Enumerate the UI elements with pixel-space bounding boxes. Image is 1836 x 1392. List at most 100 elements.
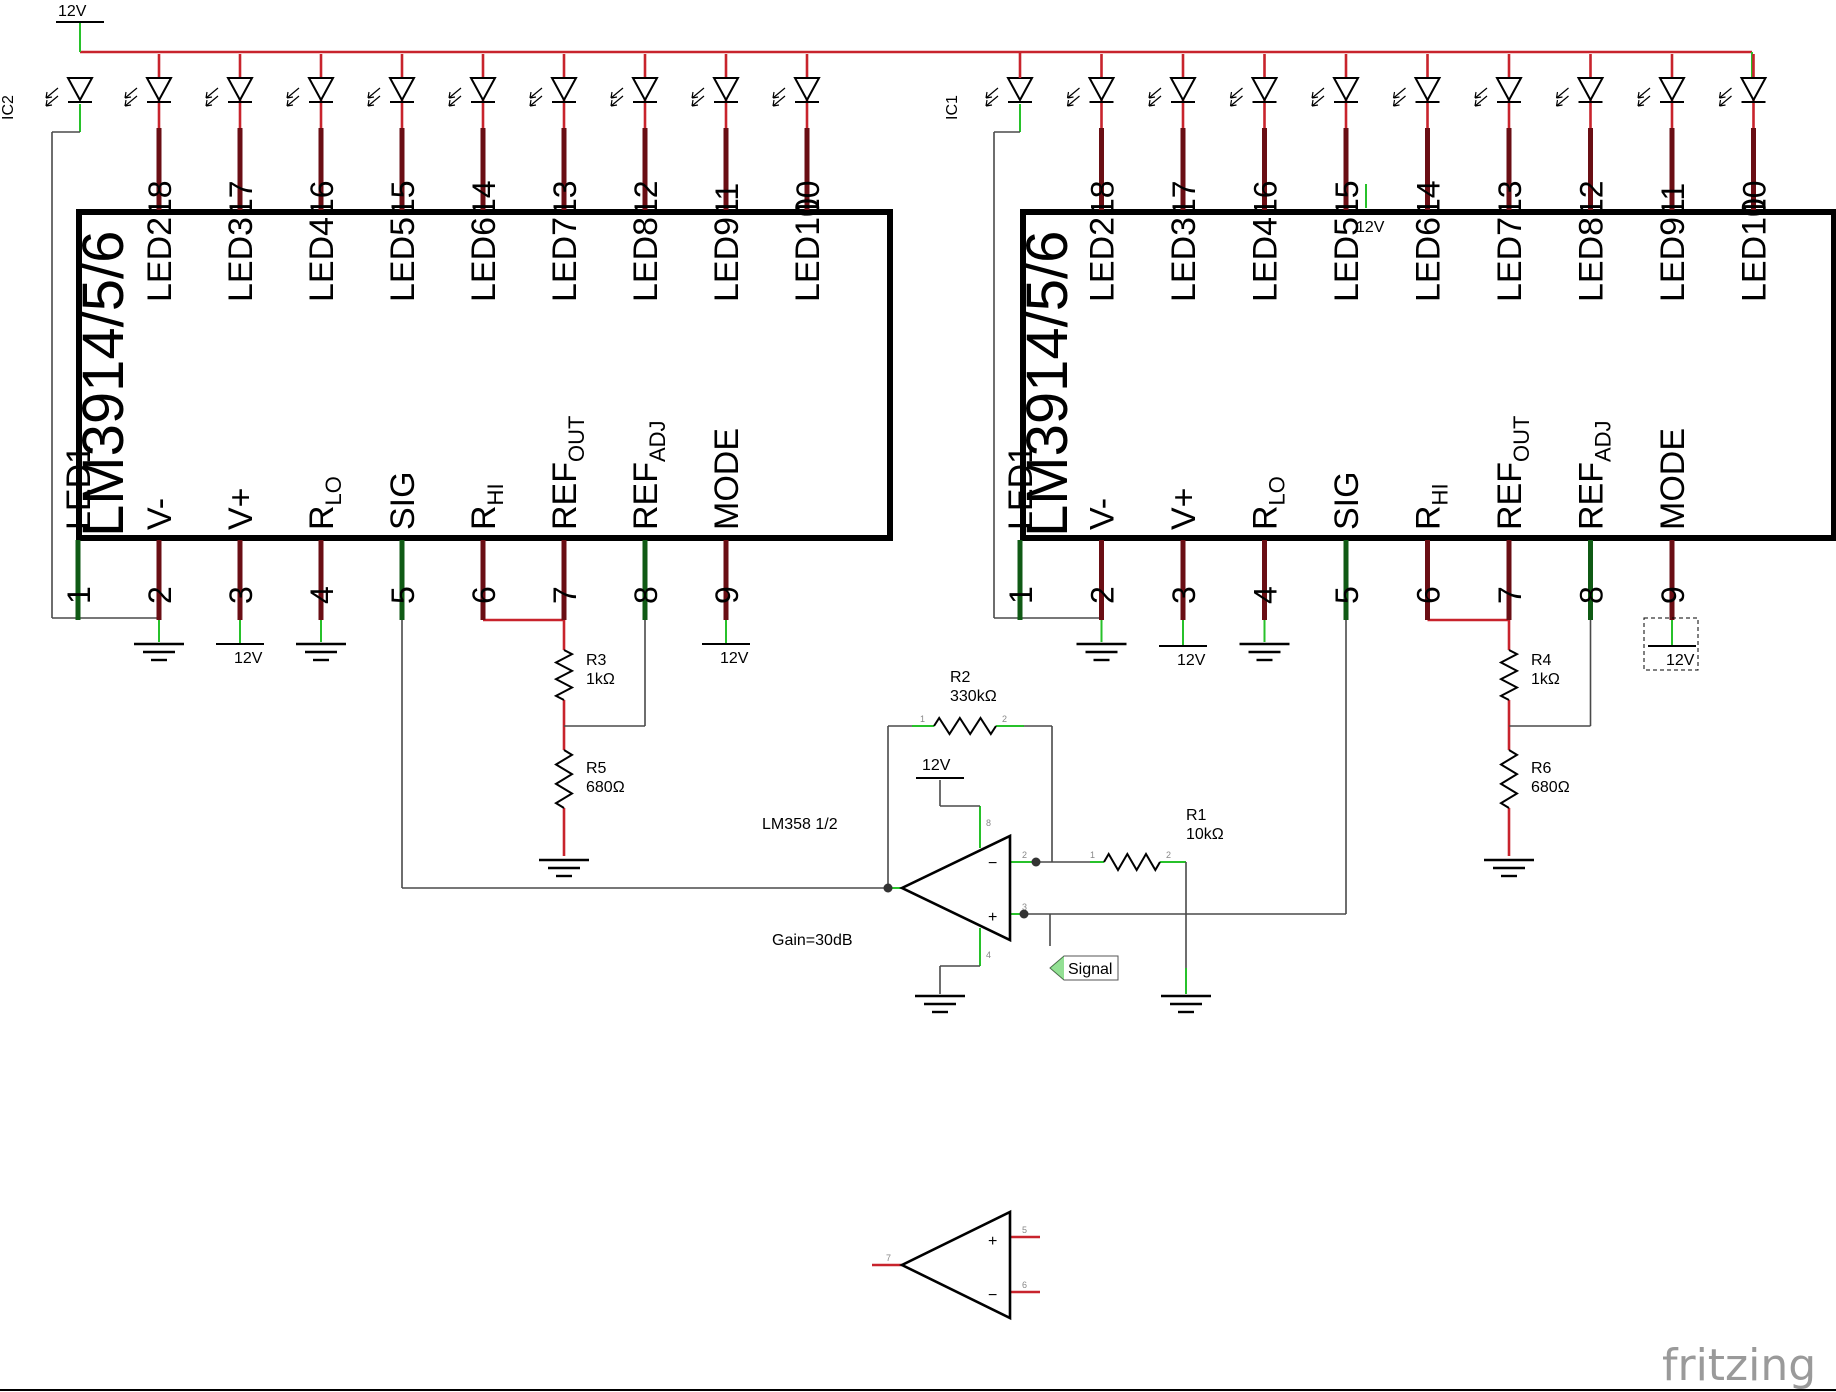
r3-value: 1kΩ (586, 671, 615, 688)
led-arrow-1 (1392, 87, 1406, 99)
led-arrow-2 (205, 95, 219, 107)
led-triangle (550, 77, 578, 103)
led-arrow-2 (529, 95, 543, 107)
pin-label-main: R (1247, 505, 1285, 530)
r1-ground (1161, 994, 1211, 1014)
pin-number: 2 (1085, 586, 1121, 604)
pin-label: LED10 (1736, 198, 1774, 302)
pin-label: LED4 (1247, 217, 1285, 302)
led-arrow-1 (1229, 87, 1243, 99)
led-arrow-2 (985, 95, 999, 107)
led-arrow-2 (367, 95, 381, 107)
pin-number: 16 (304, 180, 340, 216)
led-16 (286, 77, 335, 107)
gain-label: Gain=30dB (772, 932, 853, 949)
pin-label-sub: HI (1428, 483, 1453, 505)
pin-number: 6 (1411, 586, 1447, 604)
pin-label: V- (141, 498, 179, 530)
pin-number: 14 (466, 180, 502, 216)
fritzing-logo: fritzing (1662, 1340, 1816, 1391)
ic1-pin15-supply: 12V (1356, 219, 1385, 236)
led-11 (691, 77, 740, 107)
pin-number: 13 (1492, 180, 1528, 216)
pin-number: 1 (61, 586, 97, 604)
chip-name: LM3914/5/6 (1015, 231, 1080, 537)
led-triangle (631, 77, 659, 103)
ic1-gnd-v-minus (1076, 642, 1127, 662)
pin-label-main: MODE (1654, 428, 1692, 530)
bottom-pin-1: 1 LED1 (1002, 445, 1040, 620)
led-triangle (1250, 77, 1279, 103)
pin-number: 15 (1329, 180, 1365, 216)
led-arrow-1 (124, 87, 138, 99)
pin-number: 5 (1329, 586, 1365, 604)
pin-label: LED1 (1002, 445, 1040, 530)
pin-label: RHI (1410, 483, 1453, 530)
resistor-zigzag (554, 749, 574, 809)
pin-label: LED6 (1410, 217, 1448, 302)
led-arrow-2 (1148, 95, 1162, 107)
led-arrow-1 (772, 87, 786, 99)
pin-label: LED8 (627, 217, 665, 302)
pin-label: LED2 (1084, 217, 1122, 302)
resistor-zigzag (933, 716, 997, 736)
led-arrow-2 (1718, 95, 1732, 107)
opamp-triangle (899, 833, 1012, 943)
led-12 (1555, 77, 1605, 107)
led-10 (1718, 77, 1768, 107)
pin-label: LED3 (222, 217, 260, 302)
ic1-supply-v-plus: 12V (1159, 645, 1207, 669)
r5-ref: R5 (586, 760, 607, 777)
pin-label: SIG (384, 471, 422, 530)
led-triangle (388, 77, 416, 103)
pin-label: REFOUT (546, 416, 589, 530)
supply-label: 12V (1177, 652, 1206, 669)
led-arrow-1 (205, 87, 219, 99)
pin-num-r2-a: 1 (920, 714, 925, 724)
led-14 (448, 77, 497, 107)
pin-num-r1-a: 1 (1090, 850, 1095, 860)
pin-number: 5 (385, 586, 421, 604)
led-10 (772, 77, 821, 107)
led-triangle (1739, 77, 1768, 103)
pin-number: 8 (628, 586, 664, 604)
supply-label: 12V (58, 3, 87, 20)
pin-num-op2-plus: 5 (1022, 1225, 1027, 1235)
pin-label-sub: ADJ (645, 420, 670, 462)
led-arrow-2 (1229, 95, 1243, 107)
pin-label-sub: OUT (1509, 416, 1534, 462)
ic-body (76, 209, 893, 541)
r2-value: 330kΩ (950, 688, 997, 705)
pin-label-main: REF (1491, 462, 1529, 530)
led-triangle (1087, 77, 1116, 103)
pin-number: 17 (1166, 180, 1202, 216)
pin-number: 1 (1003, 586, 1039, 604)
r6-value: 680Ω (1531, 779, 1570, 796)
resistor-zigzag (1499, 749, 1519, 809)
selection-box (1643, 617, 1699, 671)
led-14 (1392, 77, 1442, 107)
ic-ref-label: IC2 (0, 95, 17, 120)
led-triangle (793, 77, 821, 103)
pin-label: RLO (303, 476, 346, 530)
led-arrow-1 (1148, 87, 1162, 99)
pin-label: LED7 (1491, 217, 1529, 302)
pin-number: 3 (1166, 586, 1202, 604)
pin-label: REFOUT (1491, 416, 1534, 530)
opamp-plus: + (988, 909, 997, 926)
pin-number: 18 (1085, 180, 1121, 216)
resistor-zigzag (553, 649, 575, 701)
pin-number: 12 (1574, 180, 1610, 216)
pin-number: 3 (223, 586, 259, 604)
wires (45, 22, 1753, 1294)
